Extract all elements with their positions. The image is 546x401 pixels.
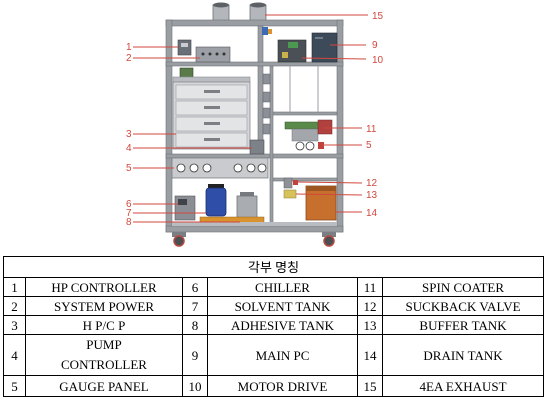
part-name: 4EA EXHAUST (381, 375, 545, 397)
part-name: GAUGE PANEL (25, 375, 183, 397)
callout-13: 13 (366, 190, 378, 201)
part-number: 1 (3, 277, 26, 297)
frame-right-post (336, 19, 344, 233)
caster-right-mount (322, 232, 336, 237)
solvent-tank (205, 184, 227, 217)
callout-6: 6 (126, 199, 132, 210)
part-name: SPIN COATER (381, 277, 545, 297)
leader-line-12 (297, 181, 363, 184)
callout-3: 3 (126, 129, 132, 140)
table-header-row: 각부 명칭 (2, 256, 545, 278)
hp-controller (177, 39, 192, 56)
part-name: SOLVENT TANK (207, 296, 358, 316)
callout-5-right: 5 (366, 140, 372, 151)
caster-left-mount (172, 232, 186, 237)
parts-name-table: 각부 명칭 1 HP CONTROLLER 6 CHILLER 11 SPIN … (2, 256, 545, 397)
part-name-text: PUMP CONTROLLER (61, 337, 147, 372)
frame-right-mid-shelf (262, 111, 338, 116)
adhesive-tank (236, 192, 258, 219)
exhaust-pipe-left-top (213, 2, 229, 8)
part-number: 11 (357, 277, 383, 297)
frame-inner-post (269, 65, 274, 227)
callout-5-left: 5 (126, 163, 132, 174)
callout-1: 1 (126, 42, 132, 53)
bottom-tray (172, 222, 337, 226)
part-name: PUMP CONTROLLER (25, 334, 183, 376)
gauge-panel (171, 157, 269, 179)
part-number: 7 (182, 296, 208, 316)
casters (172, 232, 336, 247)
part-name: BUFFER TANK (381, 315, 545, 335)
part-number: 5 (3, 375, 26, 397)
callout-4: 4 (126, 143, 132, 154)
part-name: SUCKBACK VALVE (381, 296, 545, 316)
part-number: 10 (182, 375, 208, 397)
drain-tank (305, 185, 337, 221)
top-blue-module (262, 27, 268, 35)
part-number: 6 (182, 277, 208, 297)
exhaust-pipe-right-top (250, 2, 266, 8)
callout-7: 7 (126, 208, 132, 219)
table-row: 5 GAUGE PANEL 10 MOTOR DRIVE 15 4EA EXHA… (3, 375, 545, 397)
frame-gauge-shelf (165, 153, 344, 159)
frame-left-post (165, 19, 173, 233)
table-row: 2 SYSTEM POWER 7 SOLVENT TANK 12 SUCKBAC… (3, 296, 545, 316)
part-name: DRAIN TANK (381, 334, 545, 376)
leader-line-13 (295, 193, 363, 196)
part-number: 14 (357, 334, 383, 376)
spin-coater (284, 119, 333, 142)
frame-top-bar (165, 19, 344, 27)
right-gauges (295, 141, 324, 151)
part-name: H P/C P (25, 315, 183, 335)
frame-upper-shelf (165, 61, 344, 67)
pump-controller (249, 139, 265, 155)
part-name: CHILLER (207, 277, 358, 297)
part-name: ADHESIVE TANK (207, 315, 358, 335)
buffer-tank (283, 189, 297, 199)
callout-8: 8 (126, 217, 132, 228)
part-name: MAIN PC (207, 334, 358, 376)
frame-bottom-bar (165, 225, 344, 233)
leader-line-10 (301, 57, 367, 60)
callout-15: 15 (372, 11, 384, 22)
callout-10: 10 (372, 55, 384, 66)
callout-9: 9 (372, 40, 378, 51)
suckback-valve (283, 177, 298, 189)
part-number: 9 (182, 334, 208, 376)
callout-11: 11 (366, 124, 377, 135)
part-number: 12 (357, 296, 383, 316)
table-row: 4 PUMP CONTROLLER 9 MAIN PC 14 DRAIN TAN… (3, 334, 545, 376)
frame-middle-post (257, 25, 264, 155)
callout-2: 2 (126, 53, 132, 64)
equipment-diagram: 1 2 3 4 5 6 7 8 15 9 10 11 5 12 13 14 (126, 2, 384, 247)
part-number: 2 (3, 296, 26, 316)
main-pc (311, 32, 338, 63)
caster-right-wheel (323, 235, 335, 247)
top-orange-module (268, 29, 272, 34)
part-name: HP CONTROLLER (25, 277, 183, 297)
chiller (174, 195, 196, 221)
part-number: 3 (3, 315, 26, 335)
part-number: 8 (182, 315, 208, 335)
system-power (195, 46, 231, 63)
part-name: MOTOR DRIVE (207, 375, 358, 397)
part-name: SYSTEM POWER (25, 296, 183, 316)
callout-12: 12 (366, 178, 378, 189)
exhaust-pipes (212, 2, 267, 22)
motor-drive (277, 39, 307, 63)
callout-14: 14 (366, 208, 378, 219)
piping-blocks (262, 73, 271, 135)
table-row: 1 HP CONTROLLER 6 CHILLER 11 SPIN COATER (3, 277, 545, 297)
table-row: 3 H P/C P 8 ADHESIVE TANK 13 BUFFER TANK (3, 315, 545, 335)
table-title: 각부 명칭 (2, 256, 545, 278)
frame-lower-right-shelf (269, 177, 338, 182)
part-number: 15 (357, 375, 383, 397)
hpcp-drawer-stack (172, 76, 251, 150)
part-number: 13 (357, 315, 383, 335)
caster-left-wheel (173, 235, 185, 247)
part-number: 4 (3, 334, 26, 376)
